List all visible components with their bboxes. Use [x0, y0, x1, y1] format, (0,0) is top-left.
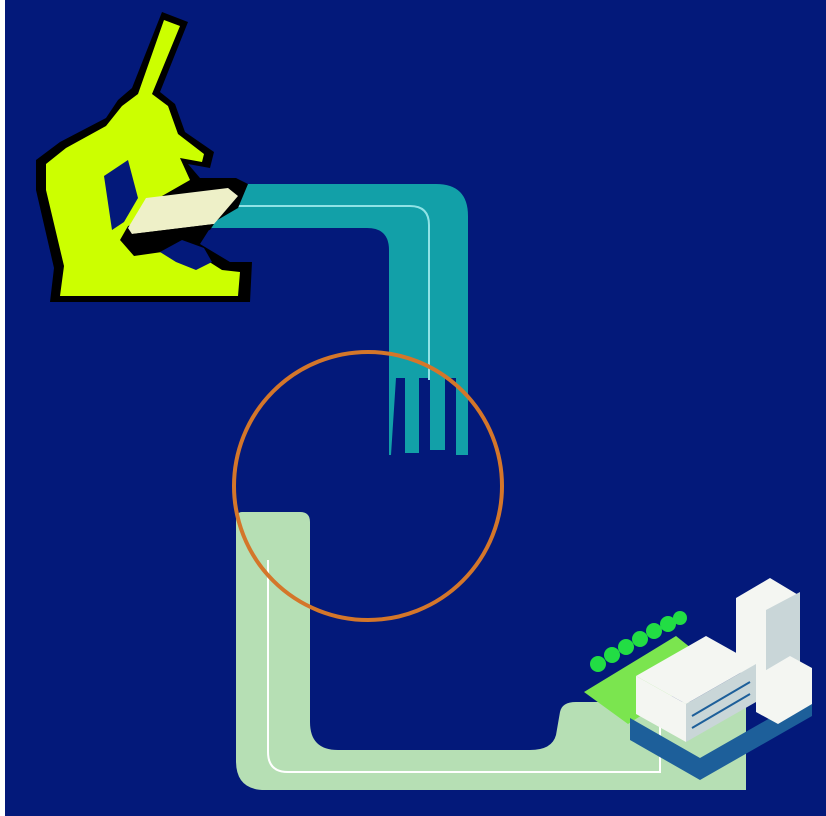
tree: [590, 656, 606, 672]
tree: [673, 611, 687, 625]
tree: [632, 631, 648, 647]
tree: [618, 639, 634, 655]
tree: [604, 647, 620, 663]
tree: [646, 623, 662, 639]
left-edge-strip: [0, 0, 5, 816]
